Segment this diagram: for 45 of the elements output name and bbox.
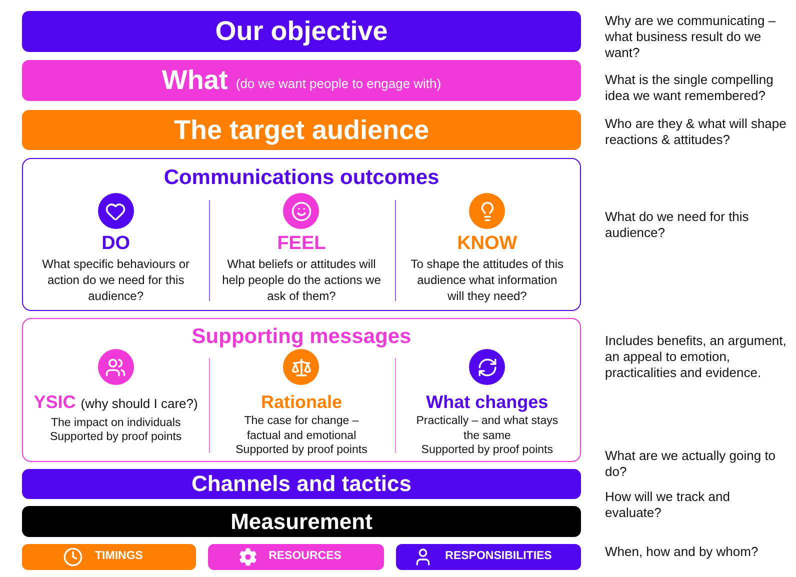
- side-note: What is the single compelling idea we want remembered?: [605, 72, 774, 104]
- side-note: When, how and by whom?: [605, 544, 760, 560]
- tag-label: RESPONSIBILITIES: [445, 551, 552, 563]
- side-note: Why are we communicating – what business result do we want?: [605, 13, 777, 61]
- column-heading: YSIC: [34, 392, 76, 412]
- heading-bar: [22, 469, 581, 499]
- column-heading: DO: [102, 233, 130, 255]
- tag-pill: [396, 544, 581, 570]
- column-heading: KNOW: [457, 233, 518, 255]
- column-text: To shape the attitudes of this audience what information will they need?: [410, 256, 565, 304]
- column-text: Supported by proof points: [48, 430, 183, 444]
- side-note: What are we actually going to do?: [605, 448, 777, 480]
- section-panel: [22, 318, 581, 462]
- section-panel: [22, 158, 581, 311]
- tag-pill: [208, 544, 384, 570]
- column-text: The case for change – factual and emotional: [243, 414, 360, 443]
- column-text: Supported by proof points: [420, 443, 554, 458]
- side-note: Includes benefits, an argument, an appeal to emotion, practicalities and evidence.: [605, 333, 787, 381]
- heading-bar: [22, 11, 581, 52]
- heading-bar: [22, 506, 581, 537]
- bar-subtitle: (do we want people to engage with): [236, 77, 442, 90]
- column-text: The impact on individuals: [50, 416, 182, 430]
- bar-title: Our objective: [215, 18, 388, 45]
- tag-label: TIMINGS: [95, 551, 143, 563]
- panel-title: Supporting messages: [192, 325, 412, 349]
- side-note: Who are they & what will shape reactions & attitudes?: [605, 116, 787, 148]
- bar-title: The target audience: [174, 116, 430, 144]
- column-heading: Rationale: [260, 392, 342, 412]
- heading-bar: [22, 110, 581, 150]
- column-text: Practically – and what stays the same: [415, 414, 560, 443]
- column-text: What specific behaviours or action do we need for this audience?: [41, 256, 191, 304]
- panel-title: Communications outcomes: [164, 166, 440, 190]
- bar-title: Measurement: [230, 510, 372, 532]
- column-text: Supported by proof points: [234, 443, 368, 458]
- column-heading: FEEL: [277, 233, 326, 255]
- side-note: What do we need for this audience?: [605, 209, 750, 241]
- tag-label: RESOURCES: [268, 551, 342, 563]
- tag-pill: [22, 544, 196, 570]
- bar-title: Channels and tactics: [191, 473, 412, 495]
- column-text: What beliefs or attitudes will help people do the actions we ask of them?: [221, 256, 382, 304]
- side-note: How will we track and evaluate?: [605, 489, 731, 521]
- heading-bar: [22, 60, 581, 101]
- bar-title: What: [162, 67, 228, 94]
- heading-note: (why should I care?): [80, 395, 198, 413]
- column-heading: What changes: [426, 392, 548, 412]
